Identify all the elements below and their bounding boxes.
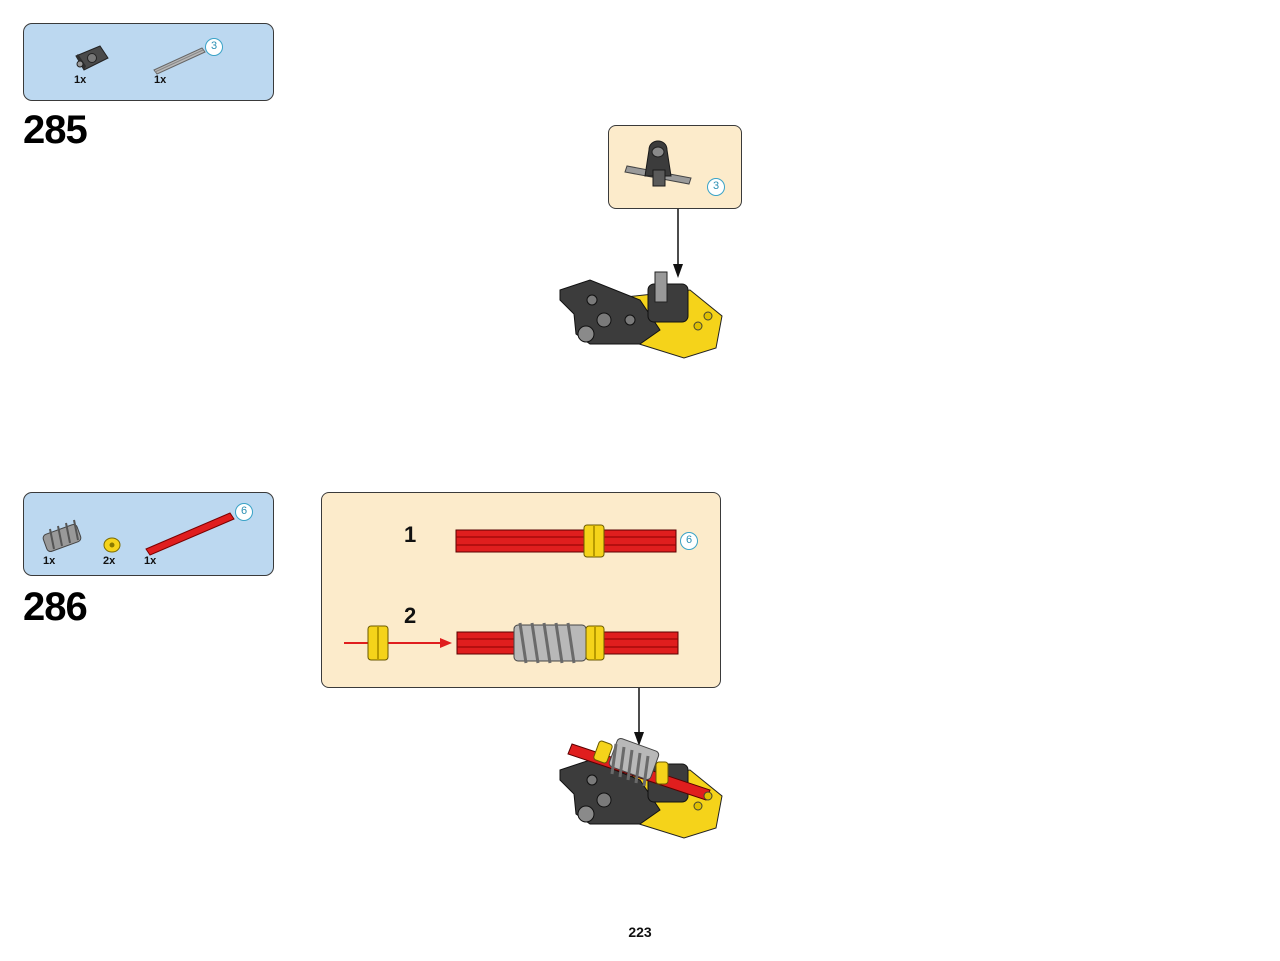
callout-art	[344, 524, 679, 664]
insert-arrow-icon	[344, 625, 452, 661]
frame-assembly-286	[559, 738, 723, 839]
part-qty: 1x	[74, 74, 87, 86]
substep-label: 1	[404, 522, 417, 547]
axle-with-worm-gear-icon	[456, 622, 679, 664]
axle-length-badge: 3	[707, 178, 725, 196]
parts-list-286-art	[42, 512, 235, 556]
worm-gear-part-icon	[42, 519, 82, 552]
step-number: 285	[23, 108, 88, 152]
subassembly-callout-286: 1 2 6	[321, 492, 721, 688]
parts-list-286: 1x 2x 1x 6	[23, 492, 274, 576]
axle-connector-icon	[624, 140, 692, 187]
axle-length-badge: 6	[680, 532, 698, 550]
step-number: 286	[23, 585, 88, 629]
callout-art	[624, 140, 692, 187]
substep-label: 2	[404, 603, 417, 628]
part-qty: 1x	[43, 555, 56, 567]
part-qty: 1x	[154, 74, 167, 86]
subassembly-callout-285: 3	[608, 125, 742, 209]
frame-assembly-285	[559, 271, 723, 359]
axle-part-icon	[153, 47, 206, 75]
bush-part-icon	[103, 537, 121, 553]
down-arrow-icon	[673, 209, 683, 278]
parts-list-285-art	[75, 45, 206, 75]
part-qty: 1x	[144, 555, 157, 567]
parts-list-285: 1x 1x 3	[23, 23, 274, 101]
page-number: 223	[628, 924, 652, 940]
connector-part-icon	[75, 45, 109, 71]
red-axle-part-icon	[145, 512, 235, 556]
axle-with-bush-icon	[455, 524, 677, 558]
axle-length-badge: 3	[205, 38, 223, 56]
part-qty: 2x	[103, 555, 116, 567]
down-arrow-icon	[634, 688, 644, 746]
axle-length-badge: 6	[235, 503, 253, 521]
